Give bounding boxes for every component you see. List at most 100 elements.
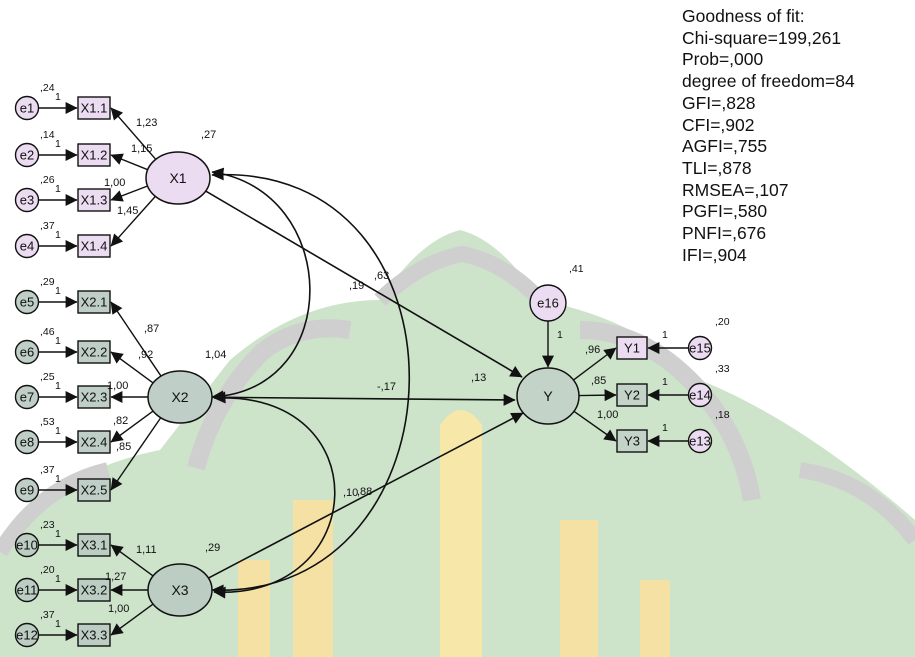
loading-arrow-x2-5 [110, 417, 162, 491]
loading-arrow-x2-4 [110, 410, 154, 443]
fixed-weight-e15: 1 [662, 329, 668, 341]
error-variance-e2: ,14 [40, 129, 55, 141]
indicator-label-x3-2: X3.2 [81, 583, 108, 598]
indicator-box-x3-3 [77, 623, 111, 647]
path-coef-x2-y: -,17 [377, 381, 396, 393]
loading-arrow-y1 [573, 347, 617, 381]
loading-arrow-x1-4 [110, 195, 156, 247]
indicator-label-x2-4: X2.4 [81, 435, 108, 450]
fixed-weight-e9: 1 [55, 473, 61, 485]
loading-arrow-y2 [578, 389, 617, 402]
fit-rmsea: RMSEA=,107 [682, 179, 789, 200]
fit-heading: Goodness of fit: [682, 6, 805, 26]
loading-value-x1-1: 1,23 [136, 117, 157, 129]
loading-value-x1-2: 1,15 [131, 143, 152, 155]
error-variance-e1: ,24 [40, 82, 55, 94]
loading-value-x2-3: 1,00 [107, 380, 128, 392]
error-variance-e14: ,33 [715, 363, 730, 375]
fixed-weight-e12: 1 [55, 618, 61, 630]
indicator-label-x1-4: X1.4 [81, 239, 108, 254]
error-variance-e15: ,20 [715, 316, 730, 328]
fixed-weight-e1: 1 [55, 91, 61, 103]
fit-chi-square: Chi-square=199,261 [682, 27, 842, 48]
error-label-e4: e4 [20, 239, 34, 254]
indicator-box-x3-1 [77, 533, 111, 557]
latent-x3 [147, 563, 213, 617]
latent-x1 [145, 151, 211, 205]
error-variance-e5: ,29 [40, 276, 55, 288]
error-label-e14: e14 [689, 388, 711, 403]
loading-value-x2-4: ,82 [113, 415, 128, 427]
latent-y [516, 367, 580, 425]
loading-arrow-x2-1 [110, 301, 162, 377]
indicator-box-x2-5 [77, 478, 111, 502]
loading-value-x2-1: ,87 [144, 323, 159, 335]
fit-tli: TLI=,878 [682, 157, 752, 178]
loading-value-y1: ,96 [585, 344, 600, 356]
indicator-label-x2-1: X2.1 [81, 295, 108, 310]
error-variance-e7: ,25 [40, 371, 55, 383]
indicator-label-x1-3: X1.3 [81, 193, 108, 208]
error-label-e8: e8 [20, 435, 34, 450]
disturbance-variance-e16: ,41 [569, 263, 584, 275]
error-variance-e3: ,26 [40, 174, 55, 186]
indicator-label-x1-2: X1.2 [81, 148, 108, 163]
diagram-layer: X1.1e1,241X1.2e2,141X1.3e3,261X1.4e4,371… [14, 82, 730, 648]
indicator-box-x2-4 [77, 430, 111, 454]
indicator-label-y1: Y1 [624, 341, 640, 356]
fixed-weight-e10: 1 [55, 528, 61, 540]
indicator-box-y2 [616, 383, 648, 407]
indicator-box-y3 [616, 429, 648, 453]
fit-pgfi: PGFI=,580 [682, 201, 768, 222]
error-label-e13: e13 [689, 434, 711, 449]
fit-cfi: CFI=,902 [682, 114, 755, 135]
error-variance-e8: ,53 [40, 416, 55, 428]
fit-prob: Prob=,000 [682, 49, 764, 70]
indicator-label-x2-5: X2.5 [81, 483, 108, 498]
fit-df: degree of freedom=84 [682, 71, 855, 92]
path-coef-x1-y: ,63 [374, 270, 389, 282]
error-label-e3: e3 [20, 193, 34, 208]
loading-value-x2-5: ,85 [116, 441, 131, 453]
loading-arrow-y3 [573, 410, 617, 442]
loading-value-y3: 1,00 [597, 409, 618, 421]
indicator-label-y2: Y2 [624, 388, 640, 403]
loading-arrow-x3-3 [110, 603, 154, 636]
watermark-logo [0, 230, 915, 657]
error-label-e1: e1 [20, 101, 34, 116]
fit-agfi: AGFI=,755 [682, 136, 768, 157]
indicator-label-x1-1: X1.1 [81, 101, 108, 116]
path-x3-to-y [208, 412, 524, 579]
indicator-label-x2-3: X2.3 [81, 390, 108, 405]
indicator-box-x1-3 [77, 188, 111, 212]
latent-label-x2: X2 [171, 389, 188, 405]
loading-value-x3-2: 1,27 [105, 571, 126, 583]
loading-value-x3-3: 1,00 [108, 603, 129, 615]
goodness-of-fit-panel: Goodness of fit: Chi-square=199,261 Prob… [682, 6, 855, 266]
loading-value-x1-4: 1,45 [117, 205, 138, 217]
indicator-box-x1-2 [77, 143, 111, 167]
path-x1-to-y [205, 190, 523, 378]
variance-x1: ,27 [201, 129, 216, 141]
fixed-weight-e11: 1 [55, 573, 61, 585]
loading-arrow-x1-2 [110, 153, 148, 171]
fit-gfi: GFI=,828 [682, 92, 756, 113]
fit-pnfi: PNFI=,676 [682, 223, 767, 244]
indicator-label-x3-1: X3.1 [81, 538, 108, 553]
disturbance-fixed-weight: 1 [557, 329, 563, 341]
fixed-weight-e2: 1 [55, 138, 61, 150]
fixed-weight-e4: 1 [55, 229, 61, 241]
loading-value-x3-1: 1,11 [136, 544, 157, 556]
indicator-label-x2-2: X2.2 [81, 345, 108, 360]
variance-x2: 1,04 [205, 349, 226, 361]
path-x2-to-y [211, 393, 516, 406]
loading-arrow-x1-3 [110, 185, 148, 202]
covariance-value-x1-x3: ,13 [471, 372, 486, 384]
error-variance-e4: ,37 [40, 220, 55, 232]
loading-value-x2-2: ,92 [138, 349, 153, 361]
error-label-e9: e9 [20, 483, 34, 498]
path-coef-x3-y: ,88 [357, 486, 372, 498]
error-label-e10: e10 [16, 538, 38, 553]
error-label-e7: e7 [20, 390, 34, 405]
indicator-label-x3-3: X3.3 [81, 628, 108, 643]
